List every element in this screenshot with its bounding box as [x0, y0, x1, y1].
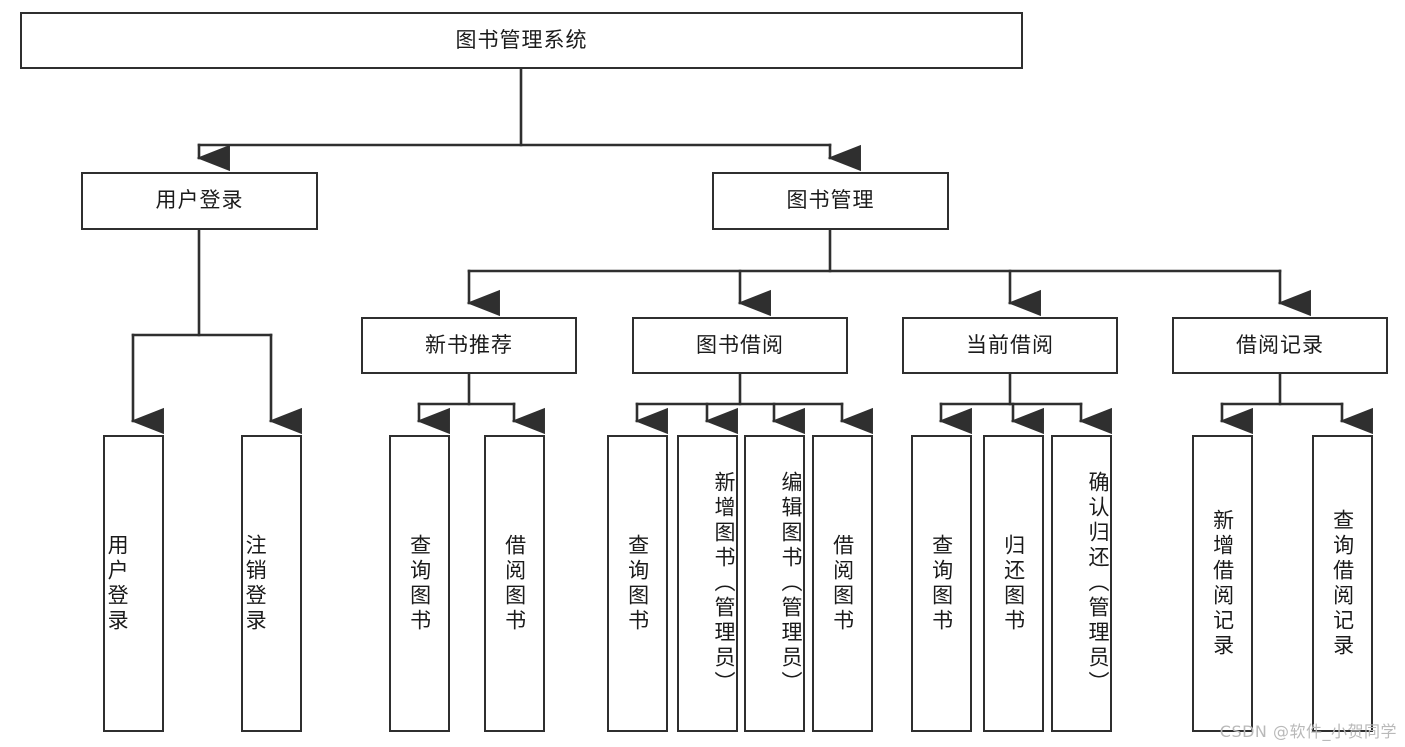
node-borrow-record[interactable]: 借阅记录	[1172, 317, 1388, 374]
node-label: 新增借阅记录	[1210, 508, 1235, 659]
node-label: 当前借阅	[966, 332, 1054, 357]
connector-book-management-to-level3	[466, 228, 1311, 317]
node-label: 归还图书	[1001, 533, 1026, 634]
node-label: 图书管理	[786, 188, 875, 213]
connector-new-book-recommend-to-leaves	[416, 372, 545, 435]
node-leaf-return-book[interactable]: 归还图书	[983, 435, 1044, 732]
connector-root-to-level2	[196, 67, 861, 172]
node-leaf-user-logout[interactable]: 注销登录	[241, 435, 302, 732]
node-book-borrow[interactable]: 图书借阅	[632, 317, 848, 374]
node-label: 借阅记录	[1236, 332, 1324, 357]
node-label: 新增图书（管理员）	[712, 471, 736, 696]
node-label: 用户登录	[155, 188, 244, 213]
connector-book-borrow-to-leaves	[634, 372, 873, 435]
connector-user-login-to-leaves	[130, 228, 302, 435]
node-leaf-edit-book[interactable]: 编辑图书（管理员）	[744, 435, 805, 732]
node-book-management[interactable]: 图书管理	[712, 172, 949, 230]
node-leaf-add-borrow-record[interactable]: 新增借阅记录	[1192, 435, 1253, 732]
node-label: 查询图书	[625, 533, 650, 634]
node-leaf-query-book-current[interactable]: 查询图书	[911, 435, 972, 732]
node-user-login[interactable]: 用户登录	[81, 172, 318, 230]
connector-borrow-record-to-leaves	[1219, 372, 1373, 435]
node-leaf-query-book-recommend[interactable]: 查询图书	[389, 435, 450, 732]
node-label: 注销登录	[243, 533, 268, 634]
node-label: 图书借阅	[696, 332, 784, 357]
node-leaf-add-book[interactable]: 新增图书（管理员）	[677, 435, 738, 732]
node-label: 查询图书	[407, 533, 432, 634]
node-current-borrow[interactable]: 当前借阅	[902, 317, 1118, 374]
node-leaf-query-borrow-record[interactable]: 查询借阅记录	[1312, 435, 1373, 732]
node-leaf-borrow-book[interactable]: 借阅图书	[812, 435, 873, 732]
node-leaf-query-book-borrow[interactable]: 查询图书	[607, 435, 668, 732]
node-new-book-recommend[interactable]: 新书推荐	[361, 317, 577, 374]
node-label: 新书推荐	[425, 332, 513, 357]
watermark: CSDN @软件_小贺同学	[1219, 722, 1397, 741]
node-leaf-user-login[interactable]: 用户登录	[103, 435, 164, 732]
node-label: 用户登录	[105, 533, 130, 634]
node-label: 查询借阅记录	[1330, 508, 1355, 659]
node-label: 编辑图书（管理员）	[779, 471, 803, 696]
node-leaf-confirm-return[interactable]: 确认归还（管理员）	[1051, 435, 1112, 732]
node-leaf-borrow-book-recommend[interactable]: 借阅图书	[484, 435, 545, 732]
node-root-system[interactable]: 图书管理系统	[20, 12, 1023, 69]
connector-current-borrow-to-leaves	[938, 372, 1112, 435]
node-label: 借阅图书	[502, 533, 527, 634]
node-label: 图书管理系统	[455, 27, 588, 52]
node-label: 确认归还（管理员）	[1086, 471, 1110, 696]
node-label: 借阅图书	[830, 533, 855, 634]
node-label: 查询图书	[929, 533, 954, 634]
